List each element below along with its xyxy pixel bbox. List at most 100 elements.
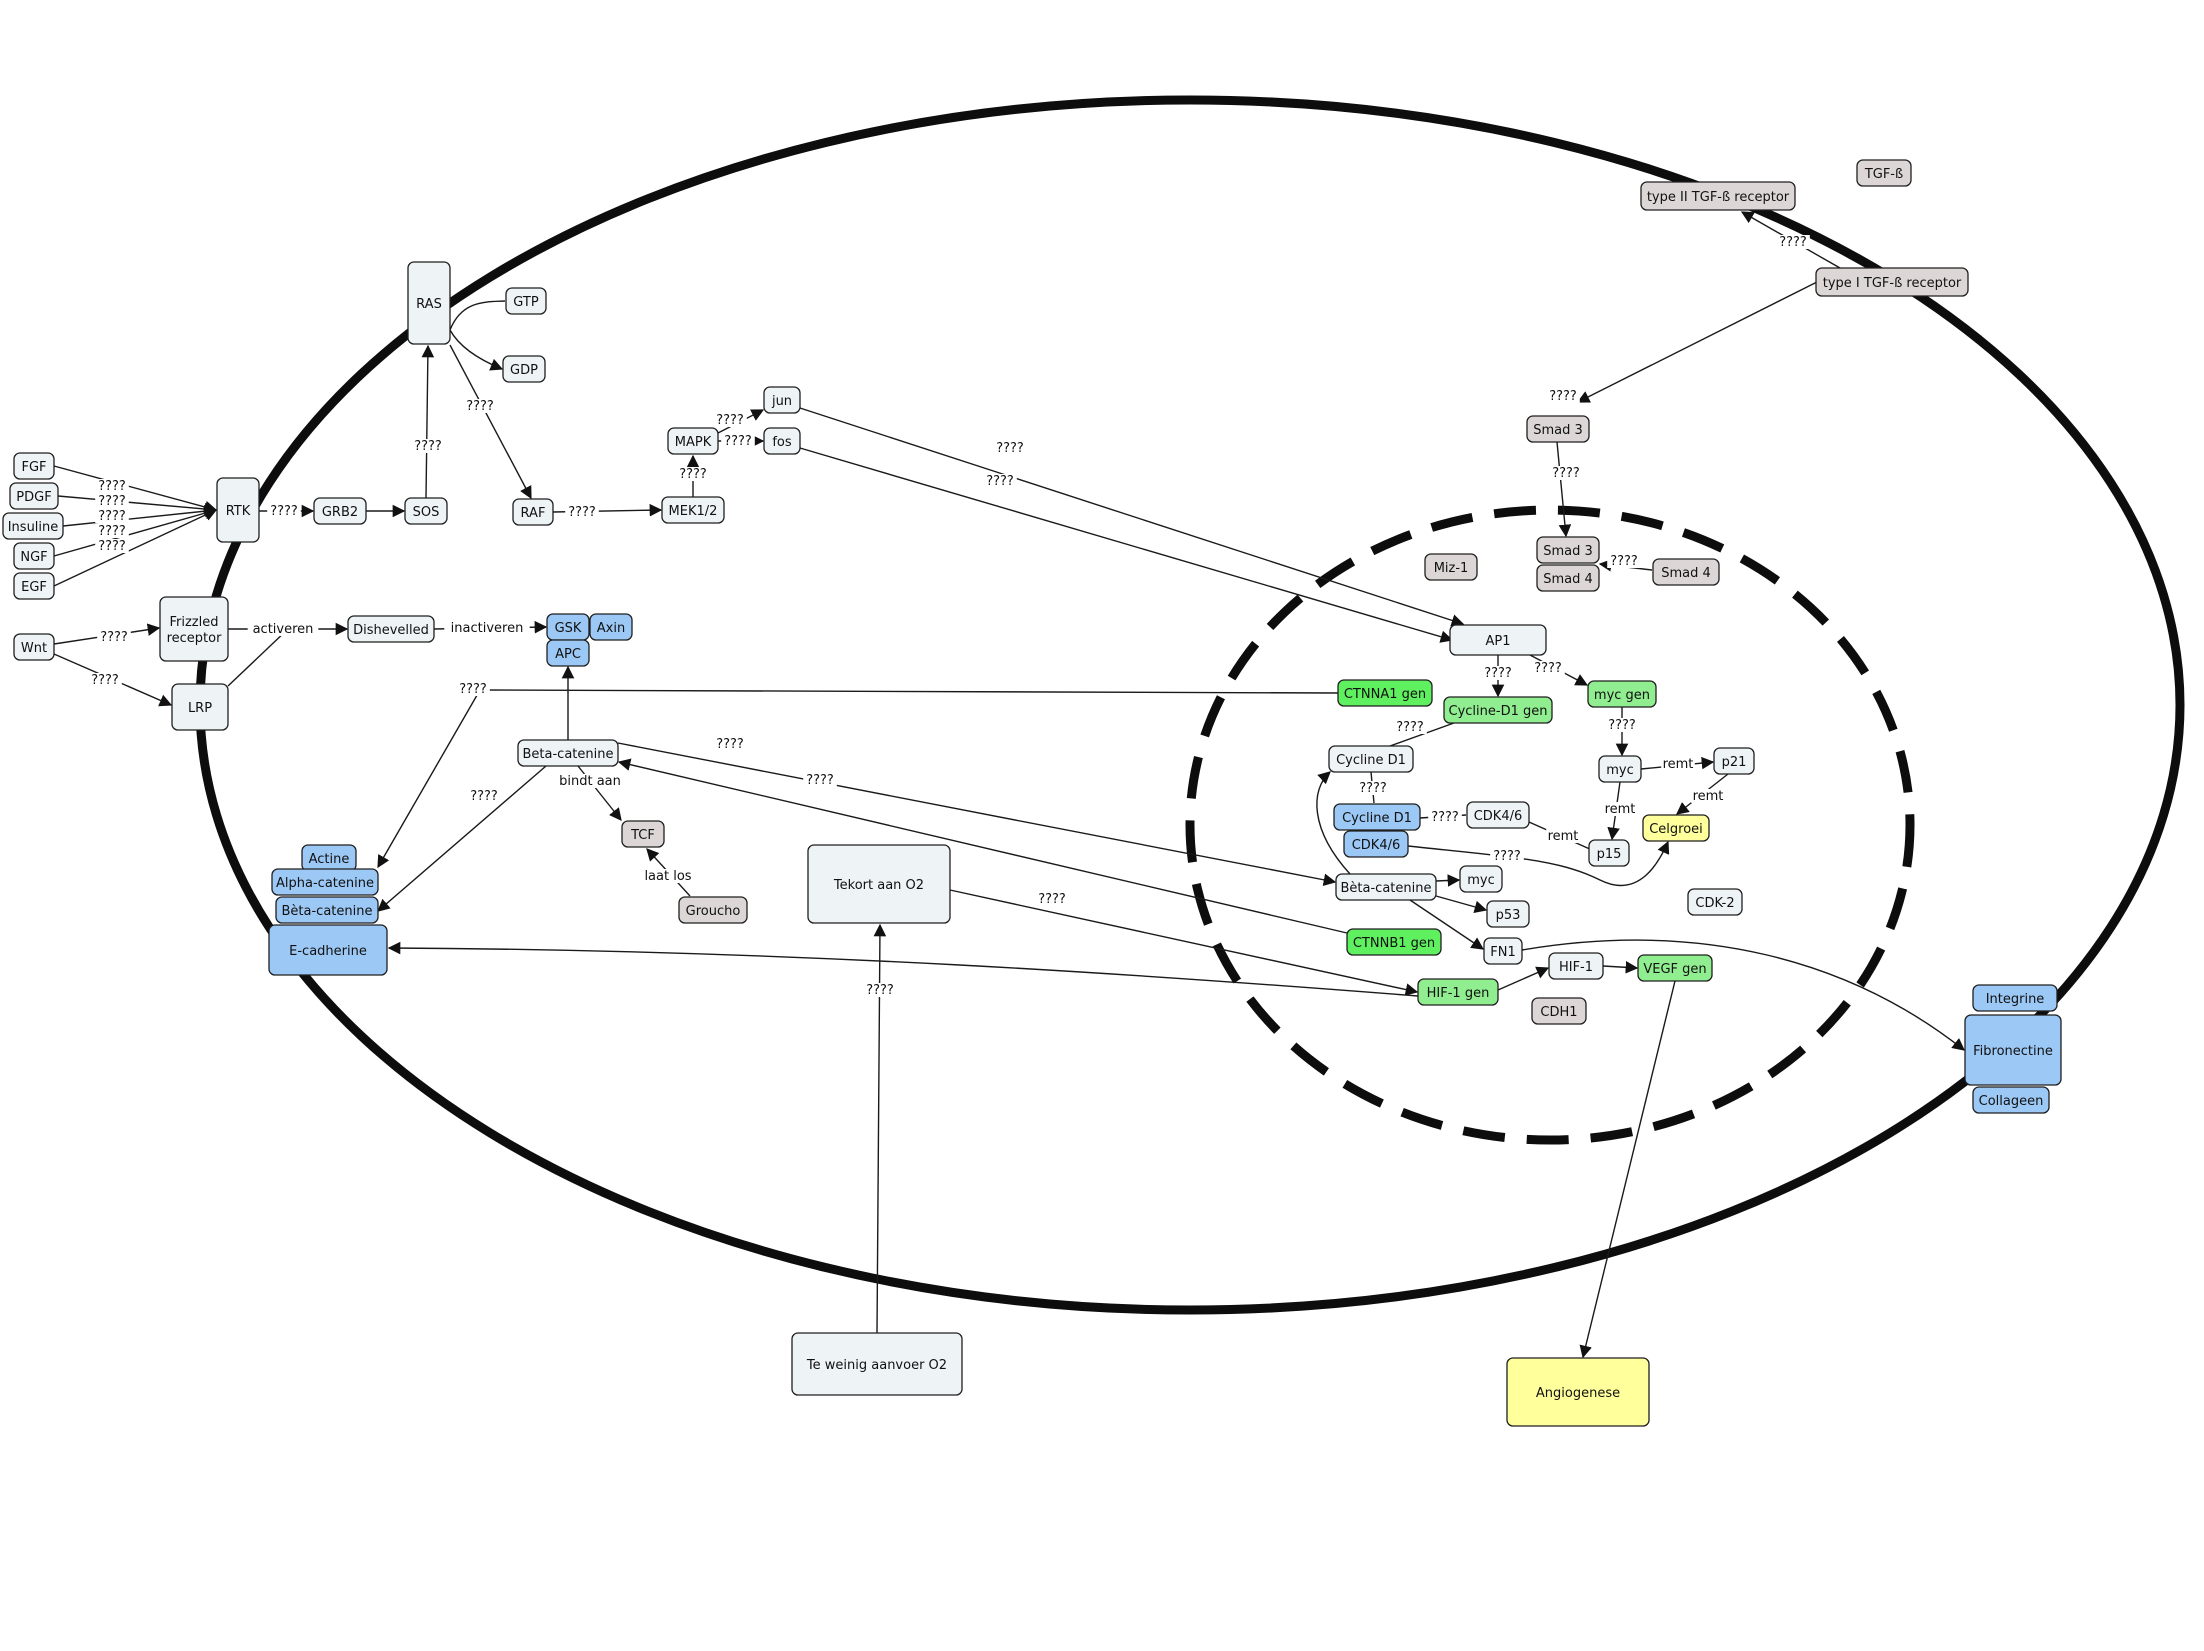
node-smad4-nucleus[interactable]: Smad 4 <box>1536 564 1600 592</box>
node-pdgf-box <box>9 482 59 510</box>
node-ctnnb1-gen[interactable]: CTNNB1 gen <box>1346 928 1442 956</box>
node-collageen[interactable]: Collageen <box>1972 1086 2050 1114</box>
edge-label-bg <box>97 630 131 644</box>
node-apc[interactable]: APC <box>546 639 590 667</box>
node-gtp[interactable]: GTP <box>505 287 547 315</box>
node-smad3-cytoplasm[interactable]: Smad 3 <box>1526 415 1590 443</box>
node-smad3-nucleus[interactable]: Smad 3 <box>1536 536 1600 564</box>
edge-35 <box>1576 281 1818 403</box>
node-cdk4-6-bound[interactable]: CDK4/6 <box>1343 830 1409 858</box>
edge-label-bg <box>1393 720 1427 734</box>
edge-label-bg <box>721 434 755 448</box>
node-fos[interactable]: fos <box>763 427 801 455</box>
node-tcf[interactable]: TCF <box>621 820 665 848</box>
node-smad4-nucleus-box <box>1536 564 1600 592</box>
node-hif-1[interactable]: HIF-1 <box>1548 952 1604 980</box>
edge-label-bg <box>993 441 1027 455</box>
node-angiogenese[interactable]: Angiogenese <box>1506 1357 1650 1427</box>
node-fn1[interactable]: FN1 <box>1483 937 1523 965</box>
node-groucho[interactable]: Groucho <box>678 896 748 924</box>
node-gsk[interactable]: GSK <box>546 613 590 641</box>
node-cdh1[interactable]: CDH1 <box>1531 997 1587 1025</box>
edge-31 <box>387 941 1419 997</box>
node-smad4-cytoplasm[interactable]: Smad 4 <box>1652 558 1720 586</box>
node-p15[interactable]: p15 <box>1588 839 1630 867</box>
node-myc-gen[interactable]: myc gen <box>1587 680 1657 708</box>
edge-label: ???? <box>1779 235 1807 250</box>
node-vegf-gen[interactable]: VEGF gen <box>1637 954 1713 982</box>
node-insuline[interactable]: Insuline <box>2 512 64 540</box>
node-actine[interactable]: Actine <box>301 844 357 872</box>
edge-label: ???? <box>100 630 128 645</box>
node-wnt[interactable]: Wnt <box>13 633 55 661</box>
node-grb2[interactable]: GRB2 <box>313 497 367 525</box>
node-ngf-box <box>13 542 55 570</box>
node-label: APC <box>555 647 581 662</box>
node-e-cadherine[interactable]: E-cadherine <box>268 924 388 976</box>
node-label: Groucho <box>686 904 741 919</box>
node-hif-1-gen[interactable]: HIF-1 gen <box>1417 978 1499 1006</box>
node-ras[interactable]: RAS <box>407 261 451 345</box>
node-cdk-2[interactable]: CDK-2 <box>1687 888 1743 916</box>
node-tcf-box <box>621 820 665 848</box>
node-dishevelled[interactable]: Dishevelled <box>347 615 435 643</box>
node-lrp[interactable]: LRP <box>171 683 229 731</box>
node-ctnna1-gen[interactable]: CTNNA1 gen <box>1337 679 1433 707</box>
node-cycline-d1-bound[interactable]: Cycline D1 <box>1333 803 1421 831</box>
node-label: Alpha-catenine <box>276 876 374 891</box>
edge-label-bg <box>1356 781 1390 795</box>
node-miz-1[interactable]: Miz-1 <box>1424 553 1478 581</box>
node-raf[interactable]: RAF <box>512 498 554 526</box>
node-mapk[interactable]: MAPK <box>667 427 719 455</box>
node-label: E-cadherine <box>289 944 367 959</box>
edge-label-bg <box>1490 849 1524 863</box>
edge-1 <box>57 495 218 516</box>
node-jun[interactable]: jun <box>763 386 801 414</box>
node-rtk[interactable]: RTK <box>216 477 260 543</box>
edge-label-bg <box>444 621 530 635</box>
node-tgf-beta[interactable]: TGF-ß <box>1856 159 1912 187</box>
node-tekort-aan-o2[interactable]: Tekort aan O2 <box>807 844 951 924</box>
node-egf[interactable]: EGF <box>13 572 55 600</box>
node-angiogenese-box <box>1506 1357 1650 1427</box>
node-p21[interactable]: p21 <box>1713 747 1755 775</box>
node-celgroei[interactable]: Celgroei <box>1642 814 1710 842</box>
node-mek1-2[interactable]: MEK1/2 <box>661 496 725 524</box>
node-label: myc <box>1606 763 1634 778</box>
edge-37 <box>1556 441 1572 538</box>
node-fn1-box <box>1483 937 1523 965</box>
node-myc-nucleus[interactable]: myc <box>1459 865 1503 893</box>
node-type-i-tgf-beta-receptor[interactable]: type I TGF-ß receptor <box>1815 267 1969 297</box>
edge-label-bg <box>1546 829 1580 843</box>
node-label: EGF <box>21 580 47 595</box>
node-ap1[interactable]: AP1 <box>1449 624 1547 656</box>
node-myc[interactable]: myc <box>1598 755 1642 783</box>
node-sos[interactable]: SOS <box>404 497 448 525</box>
node-beta-catenine-membrane[interactable]: Bèta-catenine <box>275 896 379 924</box>
node-te-weinig-aanvoer-o2[interactable]: Te weinig aanvoer O2 <box>791 1332 963 1396</box>
node-ngf[interactable]: NGF <box>13 542 55 570</box>
node-beta-catenine-nucleus[interactable]: Bèta-catenine <box>1335 873 1437 901</box>
node-alpha-catenine[interactable]: Alpha-catenine <box>271 868 379 896</box>
node-cycline-d1-gen[interactable]: Cycline-D1 gen <box>1443 696 1553 724</box>
node-type-ii-tgf-beta-receptor[interactable]: type II TGF-ß receptor <box>1640 181 1796 211</box>
node-pdgf[interactable]: PDGF <box>9 482 59 510</box>
node-fgf[interactable]: FGF <box>13 452 55 480</box>
node-cdk4-6[interactable]: CDK4/6 <box>1466 801 1530 829</box>
edge-labels: ????????????????????????????????????????… <box>88 235 1810 998</box>
node-p53[interactable]: p53 <box>1486 900 1530 928</box>
edge-label-bg <box>863 983 897 997</box>
node-label: myc <box>1467 873 1495 888</box>
edge-label: ???? <box>470 789 498 804</box>
node-axin[interactable]: Axin <box>589 613 633 641</box>
node-fibronectine-box <box>1964 1014 2062 1086</box>
node-label: Actine <box>309 852 350 867</box>
node-gdp[interactable]: GDP <box>502 355 546 383</box>
node-beta-catenine[interactable]: Beta-catenine <box>517 739 619 767</box>
node-cycline-d1[interactable]: Cycline D1 <box>1328 745 1414 773</box>
node-integrine[interactable]: Integrine <box>1972 984 2058 1012</box>
node-label: MEK1/2 <box>669 504 718 519</box>
node-fibronectine[interactable]: Fibronectine <box>1964 1014 2062 1086</box>
node-vegf-gen-box <box>1637 954 1713 982</box>
